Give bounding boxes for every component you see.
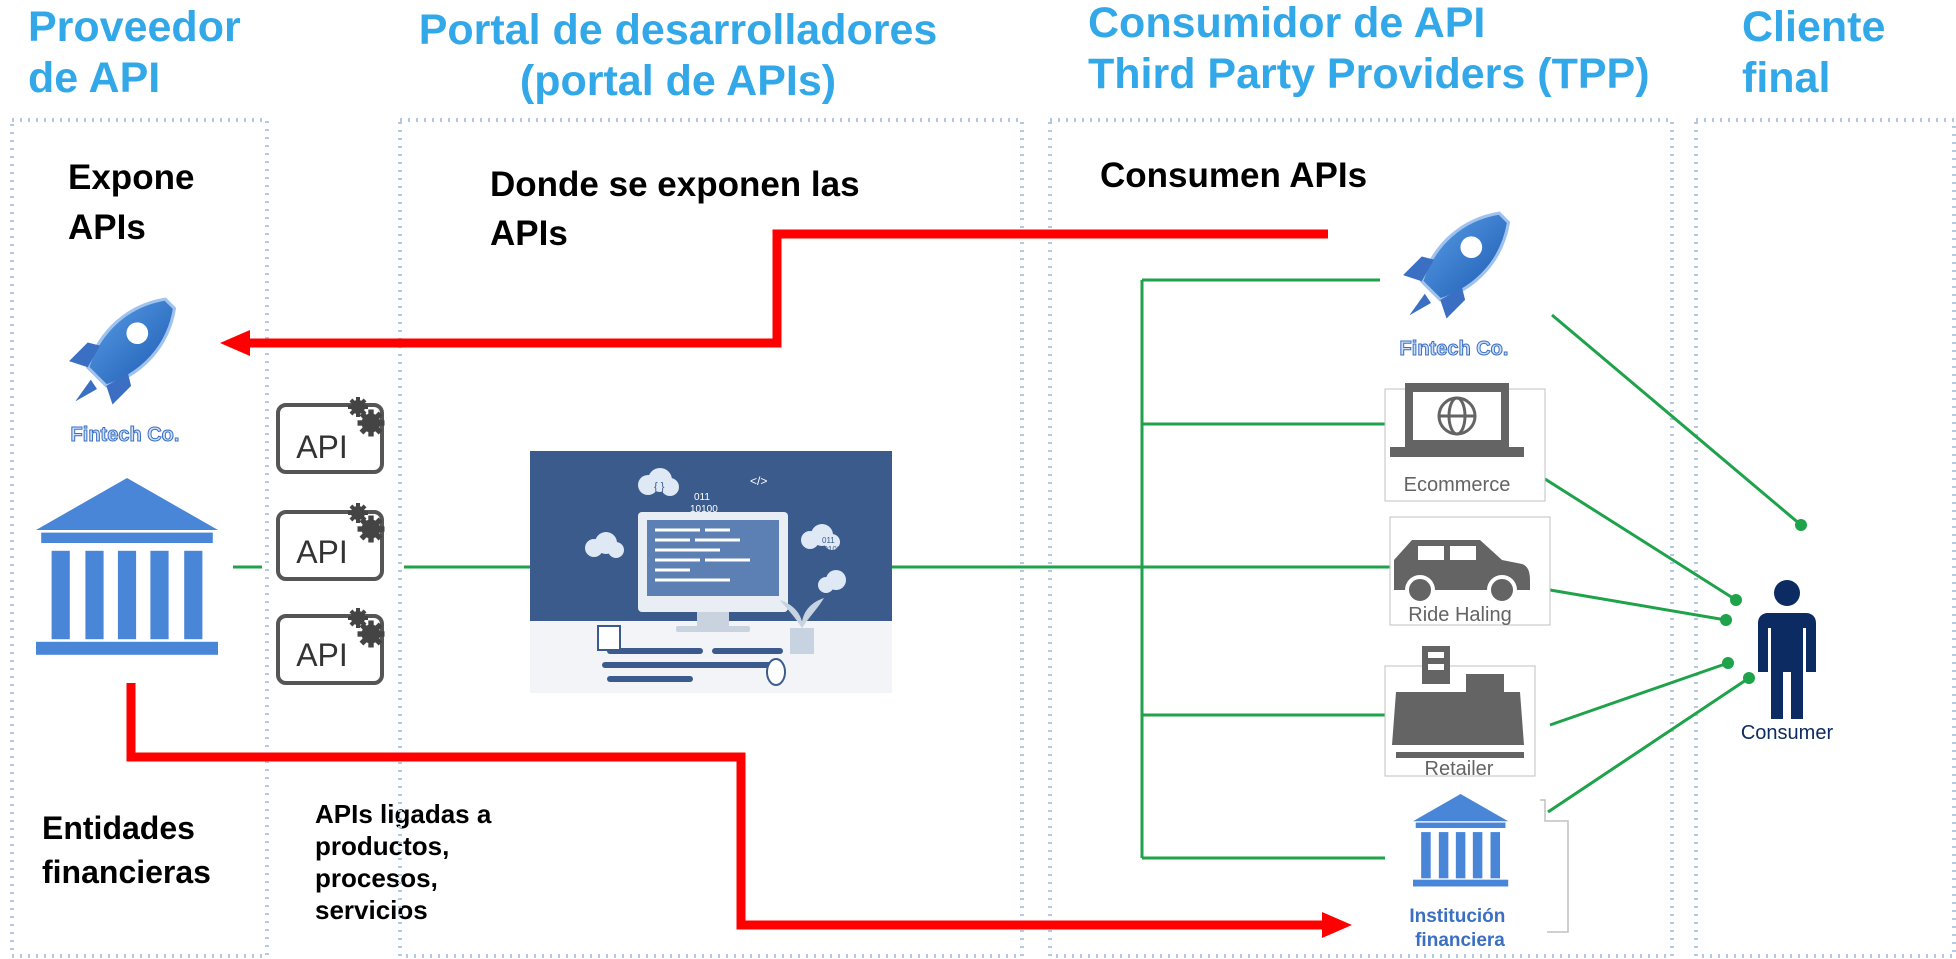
code-tag: { } [654, 481, 665, 493]
consumer-label: Consumer [1741, 722, 1834, 744]
api-badge-label: API [296, 637, 348, 673]
fintech-to-consumer-line [1551, 313, 1802, 527]
globe-icon [1437, 396, 1477, 436]
binary-label: 011 [822, 536, 835, 545]
red-arrows [126, 229, 1328, 930]
consumen-apis-text: Consumen APIs [1100, 156, 1368, 195]
api-badge-label: API [296, 429, 348, 465]
tpp-institucion-label-line1: Institución [1409, 906, 1505, 927]
rocket-icon [67, 297, 177, 407]
plant-icon [780, 598, 824, 654]
green-connectors [233, 278, 1802, 860]
cup-icon [597, 625, 621, 651]
retailer-to-consumer-line [1549, 661, 1729, 727]
person-icon [1758, 580, 1816, 719]
developer-portal-illustration: </> { } </> 011 10100 011 10100 [530, 451, 892, 693]
tpp-institucion-label-line2: financiera [1415, 930, 1505, 951]
tpp-ride-haling: Ride Haling [1389, 516, 1551, 626]
binary-label: 10100 [690, 504, 718, 515]
header-consumer: Consumidor de API Third Party Providers … [1088, 0, 1650, 100]
mouse-icon [766, 658, 786, 686]
tpp-ride-label: Ride Haling [1408, 604, 1511, 626]
binary-label: 10100 [819, 545, 842, 554]
arrowhead-left [220, 330, 250, 356]
api-badge-1: API [276, 397, 385, 474]
header-portal: Portal de desarrolladores (portal de API… [408, 5, 948, 107]
client-column-frame [1694, 118, 1956, 958]
tpp-institucion: Institución financiera [1409, 794, 1569, 951]
entidades-financieras-text: Entidades financieras [42, 810, 211, 890]
ride-to-consumer-line [1549, 588, 1727, 622]
tpp-fintech-label: Fintech Co. [1400, 338, 1509, 360]
institucion-to-consumer-line [1547, 676, 1750, 814]
header-client: Cliente final [1742, 2, 1885, 104]
bank-icon [1413, 794, 1509, 887]
tpp-retailer: Retailer [1384, 646, 1536, 780]
header-portal-line2: (portal de APIs) [519, 57, 837, 105]
tpp-ecommerce-label: Ecommerce [1404, 474, 1511, 496]
cash-register-icon [1392, 646, 1524, 758]
header-client-line2: final [1742, 54, 1831, 102]
code-tag: </> [750, 474, 767, 488]
tpp-institucion-label: Institución financiera [1409, 906, 1510, 951]
header-client-line1: Cliente [1742, 3, 1886, 51]
connector-dots [1720, 519, 1807, 684]
arrowhead-right [1322, 912, 1352, 938]
bank-icon [36, 478, 218, 655]
header-consumer-line2: Third Party Providers (TPP) [1088, 50, 1650, 98]
car-icon [1394, 540, 1530, 605]
cloud-icons [585, 468, 846, 593]
code-tag: </> [602, 562, 618, 574]
tpp-fintech-rocket-icon [1401, 211, 1511, 321]
fintech-logo-text: Fintech Co. [71, 424, 180, 446]
bank-to-institucion-arrow [126, 683, 1322, 930]
column-dividers [10, 118, 1956, 958]
binary-label: 011 [694, 492, 710, 503]
portal-column-frame [398, 118, 1024, 958]
expone-apis-text: Expone APIs [68, 158, 195, 247]
provider-column-frame [10, 118, 269, 958]
api-badge-label: API [296, 534, 348, 570]
api-badge-3: API [276, 608, 385, 685]
api-badge-2: API [276, 503, 385, 581]
tpp-retailer-label: Retailer [1425, 758, 1494, 780]
fintech-request-arrow [246, 229, 1328, 348]
header-portal-line1: Portal de desarrolladores [418, 6, 938, 54]
tpp-ecommerce: Ecommerce [1384, 383, 1546, 502]
header-provider-line1: Proveedor [28, 3, 241, 51]
header-consumer-line1: Consumidor de API [1088, 0, 1486, 47]
consumer-column-frame [1048, 118, 1674, 958]
ecommerce-to-consumer-line [1544, 477, 1737, 602]
apis-ligadas-text: APIs ligadas a productos, procesos, serv… [315, 799, 492, 925]
donde-se-exponen-text: Donde se exponen las APIs [490, 165, 860, 253]
header-provider: Proveedor de API [28, 2, 241, 104]
red-arrowheads [220, 330, 1352, 938]
header-provider-line2: de API [28, 54, 161, 102]
